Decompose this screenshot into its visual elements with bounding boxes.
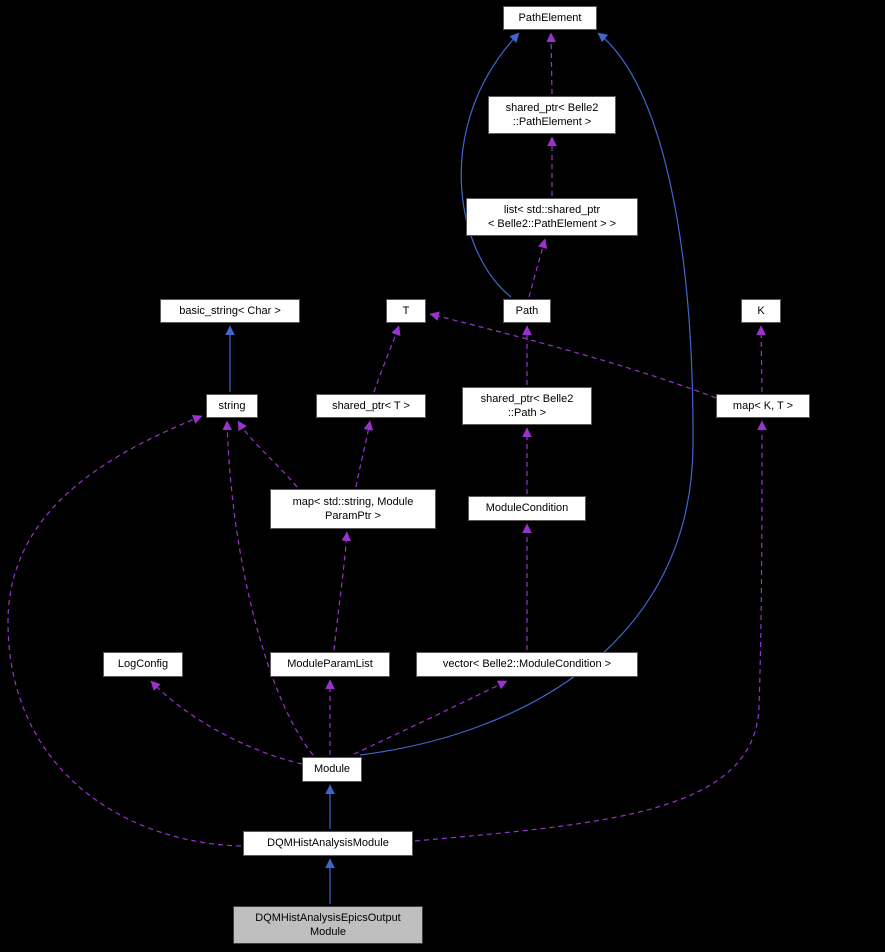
edge-module-uses-logconfig <box>150 680 303 765</box>
node-path[interactable]: Path <box>503 299 551 323</box>
node-sharedptr-pathelement[interactable]: shared_ptr< Belle2 ::PathElement > <box>488 96 616 134</box>
node-string[interactable]: string <box>206 394 258 418</box>
edge-module-uses-string <box>222 420 314 756</box>
node-moduleparamlist[interactable]: ModuleParamList <box>270 652 390 677</box>
node-logconfig[interactable]: LogConfig <box>103 652 183 677</box>
node-pathelement[interactable]: PathElement <box>503 6 597 30</box>
node-map-string-paramptr[interactable]: map< std::string, Module ParamPtr > <box>270 489 436 529</box>
node-sharedptr-path[interactable]: shared_ptr< Belle2 ::Path > <box>462 387 592 425</box>
node-dqmhistanalysismodule[interactable]: DQMHistAnalysisModule <box>243 831 413 856</box>
node-vector-modulecondition[interactable]: vector< Belle2::ModuleCondition > <box>416 652 638 677</box>
edge-sharedptrt-uses-t <box>373 325 401 393</box>
node-list-sharedptr[interactable]: list< std::shared_ptr < Belle2::PathElem… <box>466 198 638 236</box>
edge-dqmhistanalysismodule-uses-string <box>7 414 242 847</box>
edge-map-uses-sharedptrt <box>355 420 374 488</box>
node-basicstring-char[interactable]: basic_string< Char > <box>160 299 300 323</box>
edge-moduleparamlist-uses-map <box>333 531 352 651</box>
node-t[interactable]: T <box>386 299 426 323</box>
node-sharedptr-t[interactable]: shared_ptr< T > <box>316 394 426 418</box>
edge-dqmhistanalysismodule-uses-mapkt <box>414 420 767 842</box>
edge-module-uses-vector <box>353 680 508 755</box>
node-map-k-t[interactable]: map< K, T > <box>716 394 810 418</box>
edge-path-inherits-pathelement <box>460 32 520 298</box>
edge-mapkt-uses-k <box>756 325 766 393</box>
edge-path-uses-list <box>528 238 548 298</box>
node-module[interactable]: Module <box>302 757 362 782</box>
edge-map-uses-string <box>237 420 298 488</box>
edge-mapkt-uses-t <box>429 311 717 399</box>
edge-sharedptrpathelement-uses-pathelement <box>546 32 556 95</box>
node-k[interactable]: K <box>741 299 781 323</box>
node-modulecondition[interactable]: ModuleCondition <box>468 496 586 521</box>
node-dqmhistanalysisepicsoutputmodule: DQMHistAnalysisEpicsOutput Module <box>233 906 423 944</box>
